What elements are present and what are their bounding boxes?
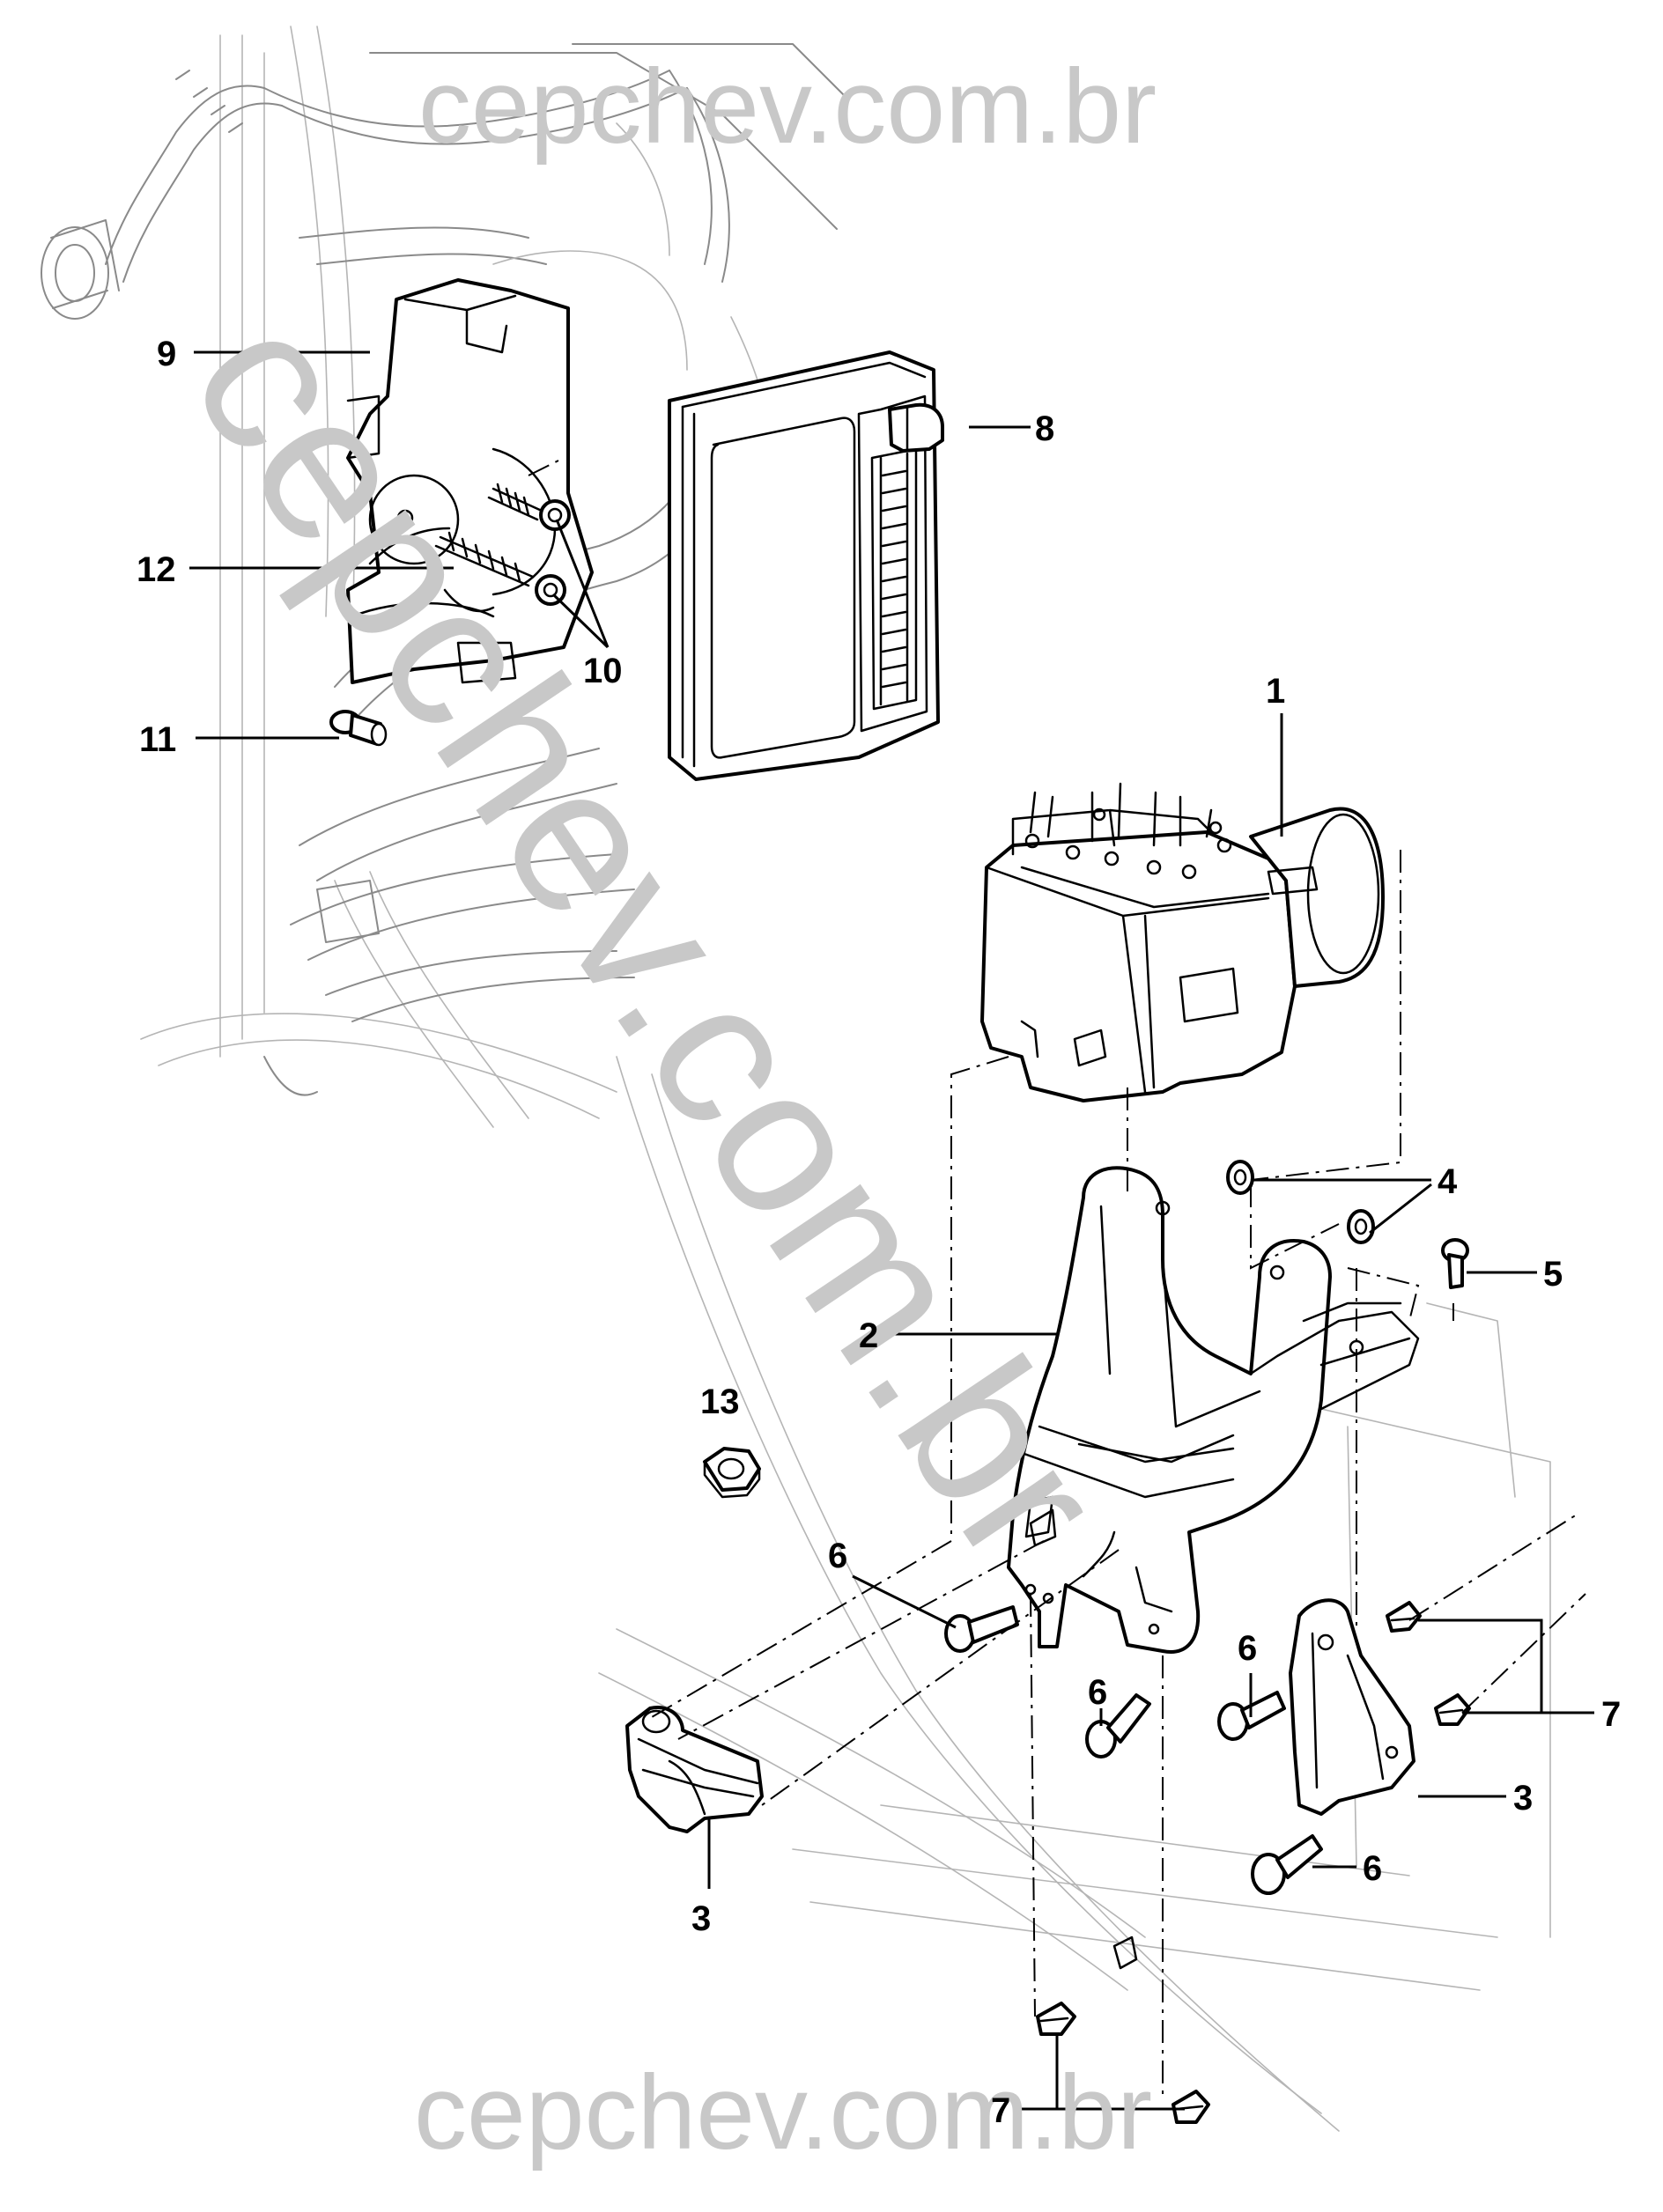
callout-3-left: 3 xyxy=(691,1899,711,1938)
callout-6-c: 6 xyxy=(1238,1629,1257,1668)
harness-connector-ghost xyxy=(41,219,120,320)
part-5-bolt xyxy=(1441,1238,1469,1289)
watermark-top: cepchev.com.br xyxy=(418,48,1157,166)
bolt-6d xyxy=(1251,1834,1323,1895)
callout-labels: 1 2 3 3 4 5 6 6 6 6 7 7 8 9 10 11 12 13 xyxy=(137,335,1621,2130)
part-2-unit-bracket xyxy=(1007,1166,1420,1654)
part-8-control-module xyxy=(668,350,944,781)
callout-12: 12 xyxy=(137,550,176,589)
part-12-studs xyxy=(434,483,543,587)
callout-11: 11 xyxy=(139,720,176,759)
clip-7d xyxy=(1171,2090,1210,2124)
part-3-bracket-left xyxy=(625,1706,764,1833)
callout-7-right: 7 xyxy=(1601,1695,1621,1734)
callout-6-a: 6 xyxy=(828,1537,847,1575)
leader-lines xyxy=(189,350,1594,2111)
part-9-module-bracket xyxy=(346,278,594,684)
alignment-lines xyxy=(528,457,1586,2096)
callout-1: 1 xyxy=(1266,672,1285,711)
part-10-nuts xyxy=(535,499,571,606)
clip-7c xyxy=(1036,2002,1076,2036)
part-4-grommets xyxy=(1226,1160,1375,1244)
callout-10: 10 xyxy=(583,652,623,690)
part-6-bolts xyxy=(944,1508,1323,1895)
part-13-nut xyxy=(703,1447,761,1499)
callout-5: 5 xyxy=(1543,1255,1563,1294)
part-7-clips xyxy=(1036,1601,1471,2124)
callout-6-b: 6 xyxy=(1088,1673,1107,1712)
callout-13: 13 xyxy=(700,1382,740,1421)
callout-6-d: 6 xyxy=(1363,1849,1382,1888)
bolt-6c xyxy=(1217,1691,1286,1741)
bolt-6a xyxy=(944,1605,1019,1653)
callout-2: 2 xyxy=(859,1316,878,1355)
part-1-hydraulic-unit xyxy=(980,782,1385,1102)
part-11-bolt xyxy=(329,710,388,747)
callout-7-bottom: 7 xyxy=(991,2091,1010,2130)
callout-3-right: 3 xyxy=(1513,1779,1533,1818)
callout-9: 9 xyxy=(157,335,176,373)
watermark-bottom: cepchev.com.br xyxy=(414,2053,1152,2171)
callout-8: 8 xyxy=(1035,409,1054,448)
callout-4: 4 xyxy=(1438,1162,1458,1201)
clip-7b xyxy=(1434,1693,1471,1726)
part-3-bracket-right xyxy=(1289,1598,1415,1816)
